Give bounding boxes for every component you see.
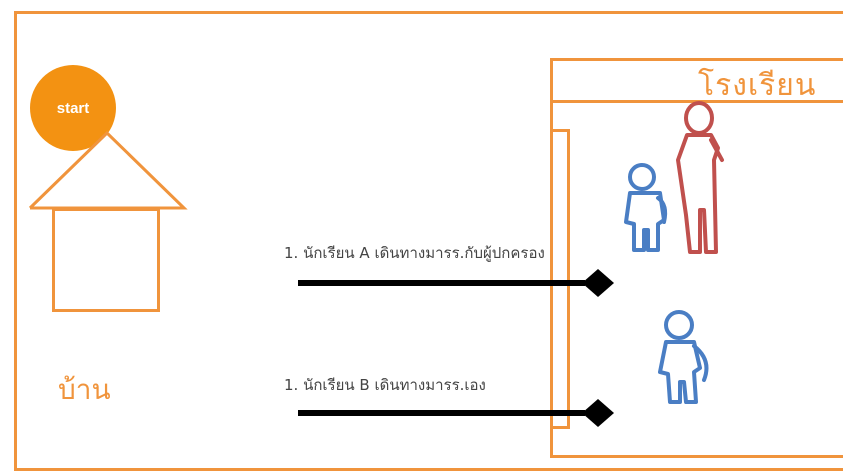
figures-and-arrows	[298, 101, 724, 427]
house-body	[52, 208, 160, 312]
route-a-arrow	[298, 269, 614, 297]
school-gate	[550, 129, 570, 429]
home-label: บ้าน	[58, 373, 111, 406]
student-b-icon	[658, 310, 709, 404]
school-label: โรงเรียน	[698, 68, 817, 103]
parent-icon	[676, 101, 724, 254]
route-b-arrow	[298, 399, 614, 427]
student-a-icon	[624, 163, 668, 252]
route-a-label: 1. นักเรียน A เดินทางมารร.กับผู้ปกครอง	[284, 244, 545, 262]
start-label: start	[56, 99, 90, 117]
route-b-label: 1. นักเรียน B เดินทางมารร.เอง	[284, 376, 486, 394]
